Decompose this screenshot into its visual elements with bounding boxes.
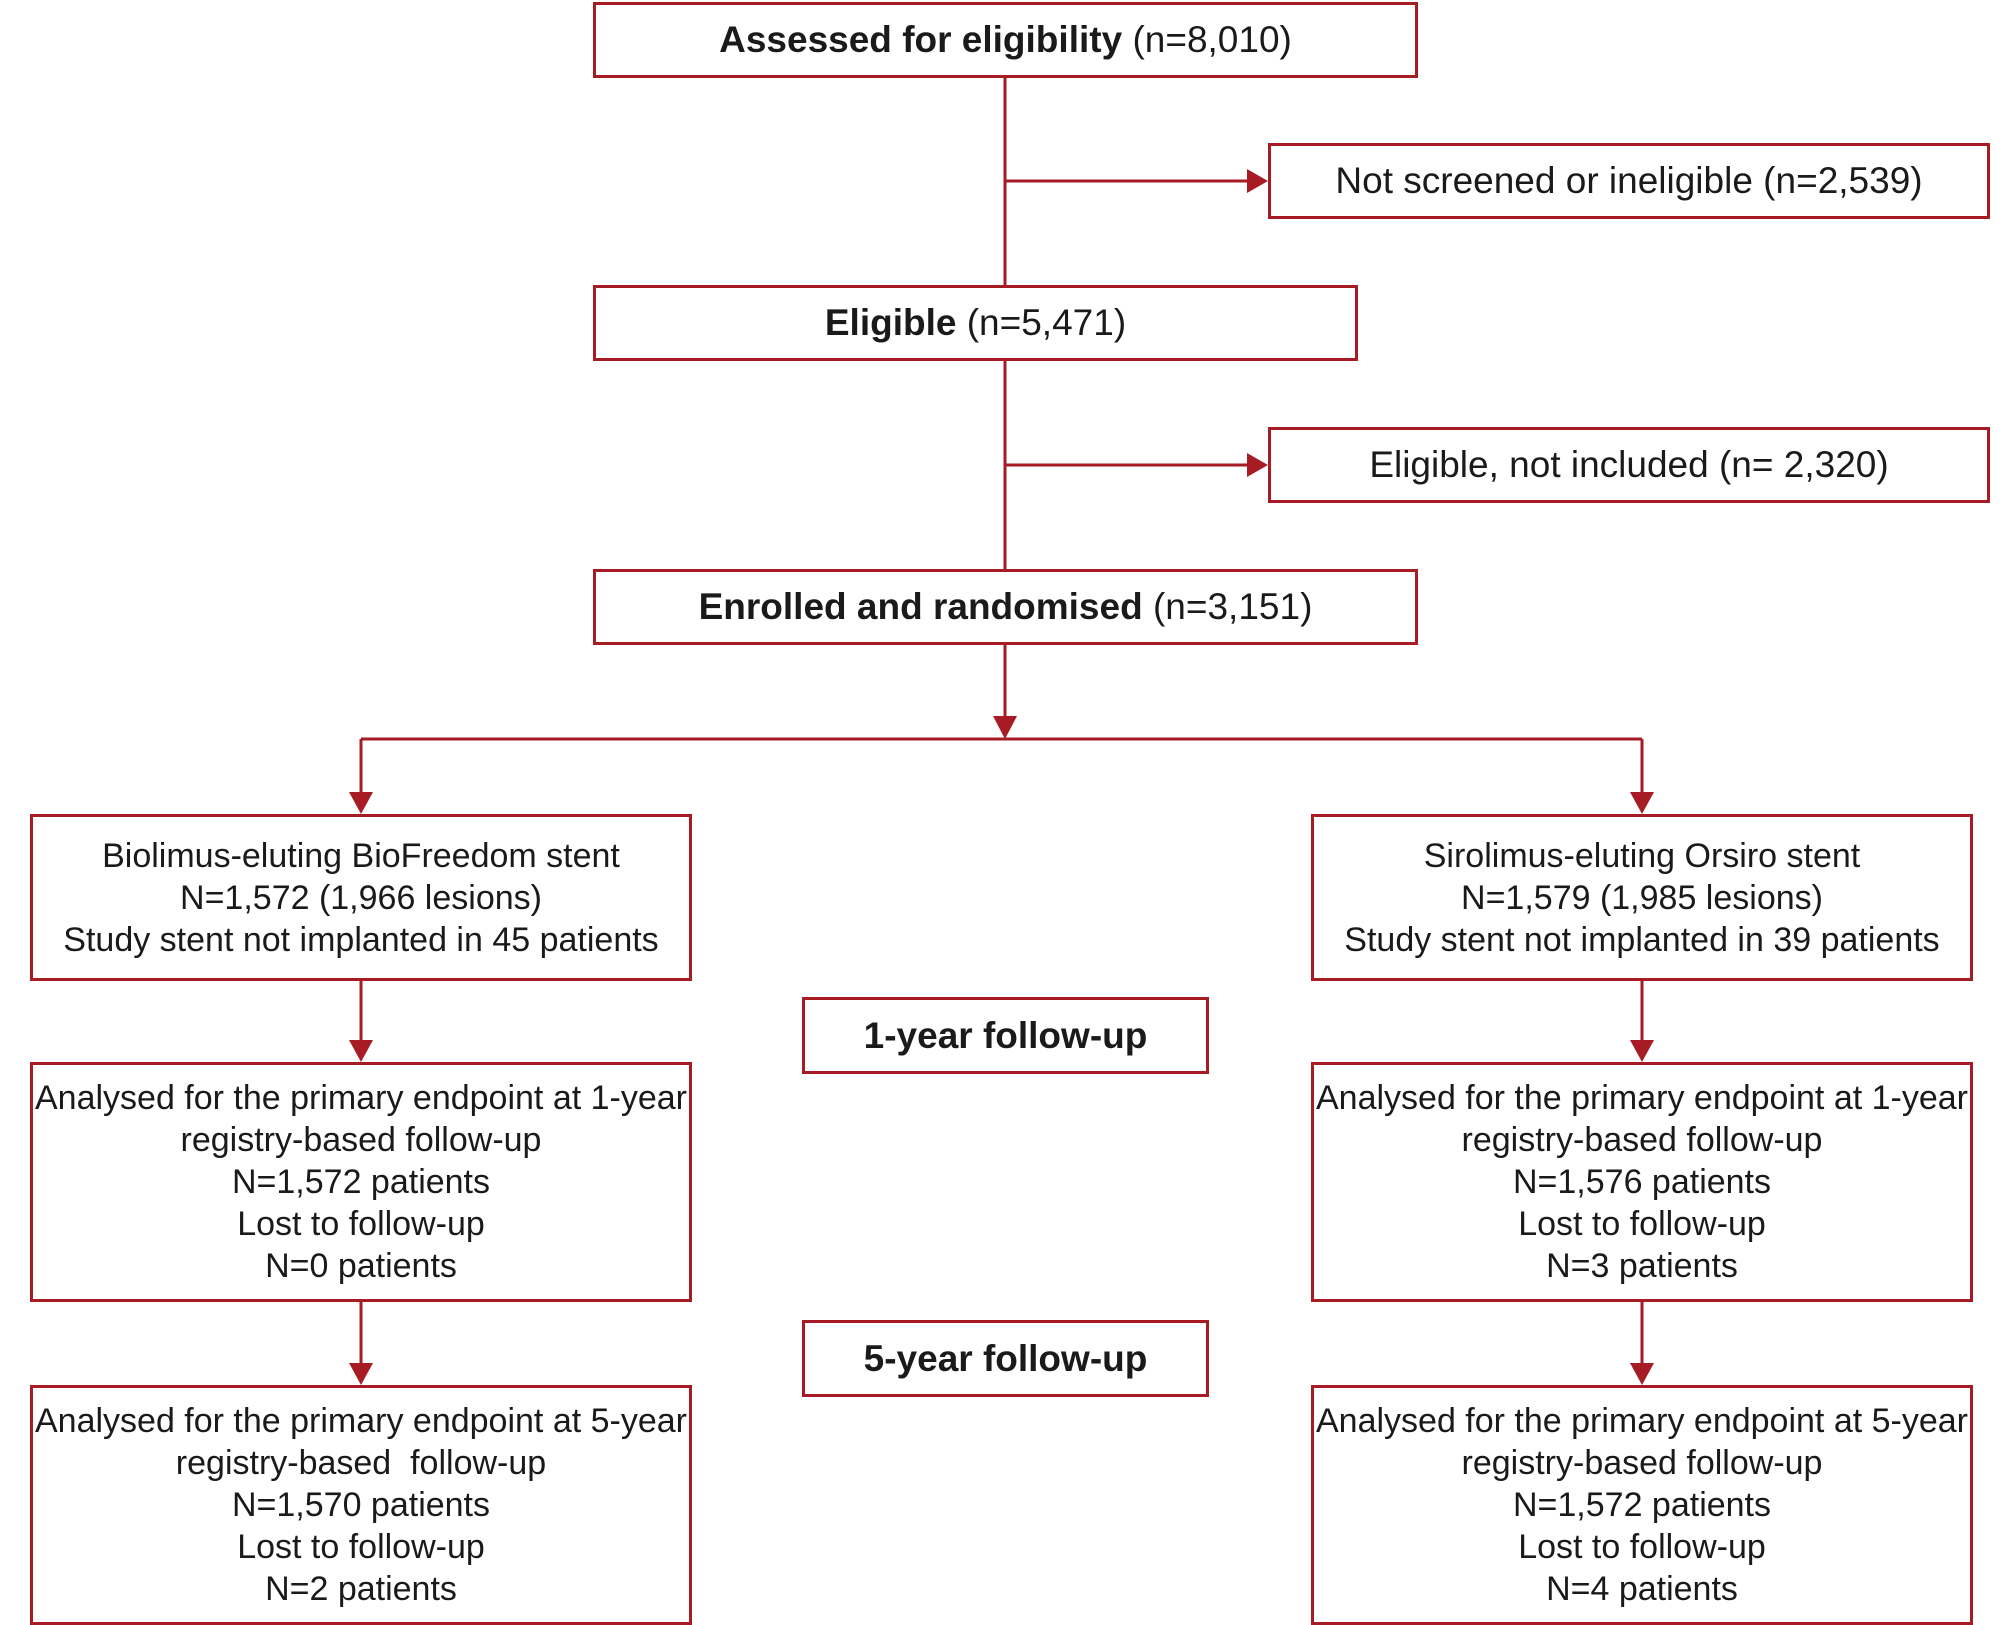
assessed-line: Assessed for eligibility (n=8,010) xyxy=(719,19,1292,61)
arrowhead-left-arm xyxy=(349,792,373,814)
right-arm-line1: Sirolimus-eluting Orsiro stent xyxy=(1423,836,1861,875)
enrolled-count: (n=3,151) xyxy=(1152,586,1313,627)
left-5y-line4: Lost to follow-up xyxy=(237,1528,485,1566)
eligible-line: Eligible (n=5,471) xyxy=(825,302,1126,344)
arrowhead-not-screened xyxy=(1247,169,1268,193)
left-5y-line5: N=2 patients xyxy=(265,1570,457,1608)
eligible-count: (n=5,471) xyxy=(966,302,1127,343)
right-1y-line2: registry-based follow-up xyxy=(1461,1121,1823,1159)
not-included-box: Eligible, not included (n= 2,320) xyxy=(1268,427,1990,503)
left-5y-line3: N=1,570 patients xyxy=(231,1486,491,1524)
enrolled-box: Enrolled and randomised (n=3,151) xyxy=(593,569,1418,645)
left-1y-line2: registry-based follow-up xyxy=(180,1121,542,1159)
left-5y-line2: registry-based follow-up xyxy=(175,1444,547,1482)
assessed-box: Assessed for eligibility (n=8,010) xyxy=(593,2,1418,78)
right-arm-line3: Study stent not implanted in 39 patients xyxy=(1344,920,1940,959)
left-5y-line1: Analysed for the primary endpoint at 5-y… xyxy=(34,1402,687,1440)
left-1y-line4: Lost to follow-up xyxy=(237,1205,485,1243)
assessed-count: (n=8,010) xyxy=(1132,19,1292,60)
left-arm-line1: Biolimus-eluting BioFreedom stent xyxy=(102,836,620,875)
left-5y-box: Analysed for the primary endpoint at 5-y… xyxy=(30,1385,692,1625)
left-arm-box: Biolimus-eluting BioFreedom stent N=1,57… xyxy=(30,814,692,981)
left-arm-line3: Study stent not implanted in 45 patients xyxy=(63,920,659,959)
left-1y-box: Analysed for the primary endpoint at 1-y… xyxy=(30,1062,692,1302)
left-1y-line1: Analysed for the primary endpoint at 1-y… xyxy=(34,1079,687,1117)
right-1y-line5: N=3 patients xyxy=(1546,1247,1738,1285)
followup-1y-label: 1-year follow-up xyxy=(863,1014,1148,1056)
arrowhead-right-1y xyxy=(1630,1040,1654,1062)
eligible-box: Eligible (n=5,471) xyxy=(593,285,1358,361)
followup-1y-label-box: 1-year follow-up xyxy=(802,997,1209,1074)
not-screened-box: Not screened or ineligible (n=2,539) xyxy=(1268,143,1990,219)
followup-5y-label: 5-year follow-up xyxy=(863,1337,1148,1379)
arrowhead-right-arm xyxy=(1630,792,1654,814)
enrolled-line: Enrolled and randomised (n=3,151) xyxy=(699,586,1313,628)
arrowhead-enrolled-split xyxy=(993,716,1017,739)
assessed-label: Assessed for eligibility xyxy=(719,19,1123,60)
right-1y-box: Analysed for the primary endpoint at 1-y… xyxy=(1311,1062,1973,1302)
right-5y-box: Analysed for the primary endpoint at 5-y… xyxy=(1311,1385,1973,1625)
right-arm-line2: N=1,579 (1,985 lesions) xyxy=(1461,878,1823,917)
right-1y-line4: Lost to follow-up xyxy=(1518,1205,1766,1243)
arrowhead-right-5y xyxy=(1630,1363,1654,1385)
not-included-text: Eligible, not included (n= 2,320) xyxy=(1369,444,1889,485)
right-5y-line1: Analysed for the primary endpoint at 5-y… xyxy=(1315,1402,1968,1440)
eligible-label: Eligible xyxy=(824,302,957,343)
right-5y-line4: Lost to follow-up xyxy=(1518,1528,1766,1566)
right-5y-line5: N=4 patients xyxy=(1546,1570,1738,1608)
right-5y-line2: registry-based follow-up xyxy=(1461,1444,1823,1482)
left-arm-line2: N=1,572 (1,966 lesions) xyxy=(180,878,542,917)
enrolled-label: Enrolled and randomised xyxy=(698,586,1143,627)
right-arm-box: Sirolimus-eluting Orsiro stent N=1,579 (… xyxy=(1311,814,1973,981)
right-1y-line3: N=1,576 patients xyxy=(1512,1163,1772,1201)
right-1y-line1: Analysed for the primary endpoint at 1-y… xyxy=(1315,1079,1968,1117)
not-screened-text: Not screened or ineligible (n=2,539) xyxy=(1335,160,1923,201)
arrowhead-left-5y xyxy=(349,1363,373,1385)
followup-5y-label-box: 5-year follow-up xyxy=(802,1320,1209,1397)
arrowhead-not-included xyxy=(1247,453,1268,477)
left-1y-line3: N=1,572 patients xyxy=(231,1163,491,1201)
left-1y-line5: N=0 patients xyxy=(265,1247,457,1285)
right-5y-line3: N=1,572 patients xyxy=(1512,1486,1772,1524)
arrowhead-left-1y xyxy=(349,1040,373,1062)
